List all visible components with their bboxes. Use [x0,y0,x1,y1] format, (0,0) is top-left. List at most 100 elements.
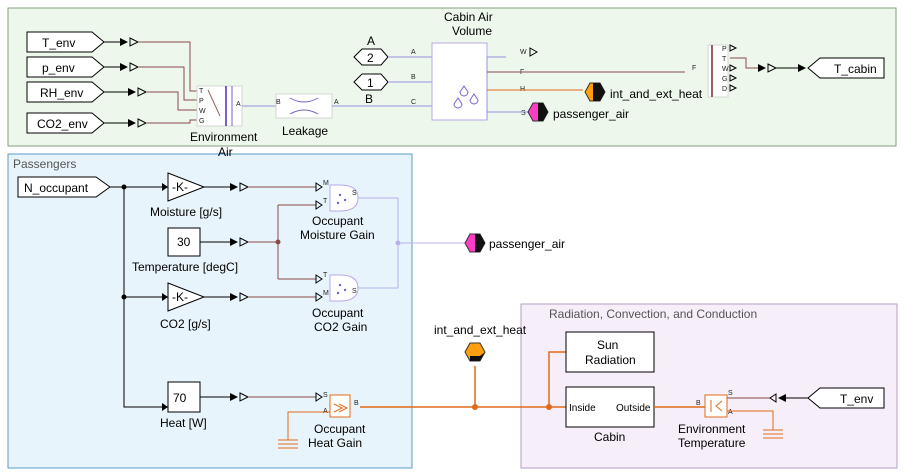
heat-converter [200,392,250,402]
connector-b-label: B [365,92,373,106]
ohg-port-s: S [323,392,328,399]
passengers-area-title: Passengers [13,157,76,171]
thermal-reference-1 [278,439,298,449]
radiation-area-title: Radiation, Convection, and Conduction [549,307,757,321]
cabin-port-w: W [520,49,527,56]
outport-t-cabin[interactable]: T_cabin [807,57,885,79]
sensor-outputs [729,44,758,92]
temperature-converter [200,237,250,247]
moisture-gain-block[interactable]: -K- [167,172,206,202]
ocg-port-s: S [352,288,357,295]
cabin-label: Cabin [594,430,625,444]
sensor-port-t: T [722,56,727,63]
inport-t-env-label: T_env [42,36,75,50]
int-ext-heat-label-top: int_and_ext_heat [610,87,703,101]
ocg-port-m: M [323,290,329,297]
leakage-port-a: A [334,99,339,106]
junction-heat-1 [472,404,478,410]
occ-moisture-label-2: Moisture Gain [300,228,375,242]
temperature-label: Temperature [degC] [132,260,238,274]
sun-radiation-label-2: Radiation [585,353,636,367]
leakage-port-b: B [276,99,281,106]
heat-source-ps-arrow [315,392,323,402]
ps-input-arrows [315,182,323,302]
sun-radiation-label-1: Sun [597,338,618,352]
cabin-outside-label: Outside [616,403,651,414]
inport-t-env-bottom[interactable]: T_env [807,387,885,409]
sensor-to-tcabin [758,63,806,73]
cabin-inside-label: Inside [569,403,596,414]
int-ext-heat-tag-bottom[interactable] [464,342,486,362]
environment-temperature-block[interactable]: B S A [696,390,733,418]
sensor-port-g: G [722,76,727,83]
inport-lines-top [104,41,128,124]
connection-port-2[interactable]: 2 [353,48,389,66]
inport-p-env-label: p_env [42,61,75,75]
arrow-to-co2-gain [162,293,168,301]
sensor-port-p: P [722,46,727,53]
connection-port-1[interactable]: 1 [353,73,389,91]
leakage-block[interactable]: B A [275,93,339,119]
cabin-port-c: C [411,99,416,106]
moisture-gain-label: Moisture [g/s] [150,205,222,219]
cabin-air-volume-block[interactable]: A B C W F H S [411,42,527,121]
ocg-port-t: T [323,272,328,279]
omg-port-t: T [323,198,328,205]
env-port-a: A [236,101,241,108]
omg-port-s: S [352,190,357,197]
occ-heat-label-2: Heat Gain [308,436,362,450]
env-port-g: G [199,118,204,125]
inport-rh-env[interactable]: RH_env [26,81,105,103]
connector-a-label: A [367,34,375,48]
env-temp-converter [769,393,808,403]
connection-port-2-label: 2 [367,51,374,65]
passenger-air-label-top: passenger_air [553,107,629,121]
occ-co2-label-1: Occupant [312,306,364,320]
env-temp-label-1: Environment [678,422,746,436]
junction-occupant-2 [121,294,127,300]
occ-moisture-label-1: Occupant [312,214,364,228]
leakage-label: Leakage [282,124,328,138]
environment-air-block[interactable]: T P W G A [196,85,243,127]
cabin-right-lines [487,71,685,113]
cabin-volume-title-2: Volume [452,24,492,38]
occupant-moisture-gain-block[interactable]: M T S [323,180,359,212]
arrow-to-heat-gain [162,403,168,411]
junction-passenger-air [395,240,401,246]
temperature-constant-block[interactable]: 30 [167,227,201,257]
passenger-air-tag-bottom[interactable] [464,233,486,253]
cabin-volume-title-1: Cabin Air [444,10,493,24]
int-ext-heat-tag-top[interactable] [584,82,606,102]
co2-converter [204,292,250,302]
inport-n-occupant[interactable]: N_occupant [17,176,111,198]
env-temp-label-2: Temperature [678,436,746,450]
inport-p-env[interactable]: p_env [26,56,105,78]
env-signal-lines [139,41,197,124]
env-port-w: W [199,108,206,115]
occ-heat-label-1: Occupant [314,422,366,436]
inport-t-env[interactable]: T_env [26,31,105,53]
cabin-block[interactable]: Inside Outside [565,386,655,428]
envtemp-port-a: A [728,409,733,416]
inport-n-occupant-label: N_occupant [24,181,89,195]
junction-heat-2 [546,404,552,410]
inport-co2-env[interactable]: CO2_env [26,112,105,134]
co2-gain-label: CO2 [g/s] [160,317,211,331]
env-port-p: P [199,98,204,105]
moisture-gain-k: -K- [172,180,188,194]
passenger-air-label-bottom: passenger_air [489,237,565,251]
moisture-converter [204,182,250,192]
sensor-block[interactable]: F P T W G D [692,44,729,98]
n-occupant-lines [110,186,168,408]
sensor-port-w: W [722,66,729,73]
environment-air-label-2: Air [218,145,233,159]
int-ext-heat-label-bottom: int_and_ext_heat [434,323,527,337]
co2-gain-block[interactable]: -K- [167,282,206,312]
connection-port-1-label: 1 [367,76,374,90]
sun-radiation-block[interactable]: Sun Radiation [565,331,655,373]
cabin-port-a: A [411,49,416,56]
passenger-air-tag-top[interactable] [527,102,549,122]
inport-co2-env-label: CO2_env [37,117,88,131]
cabin-port-s: S [521,110,526,117]
